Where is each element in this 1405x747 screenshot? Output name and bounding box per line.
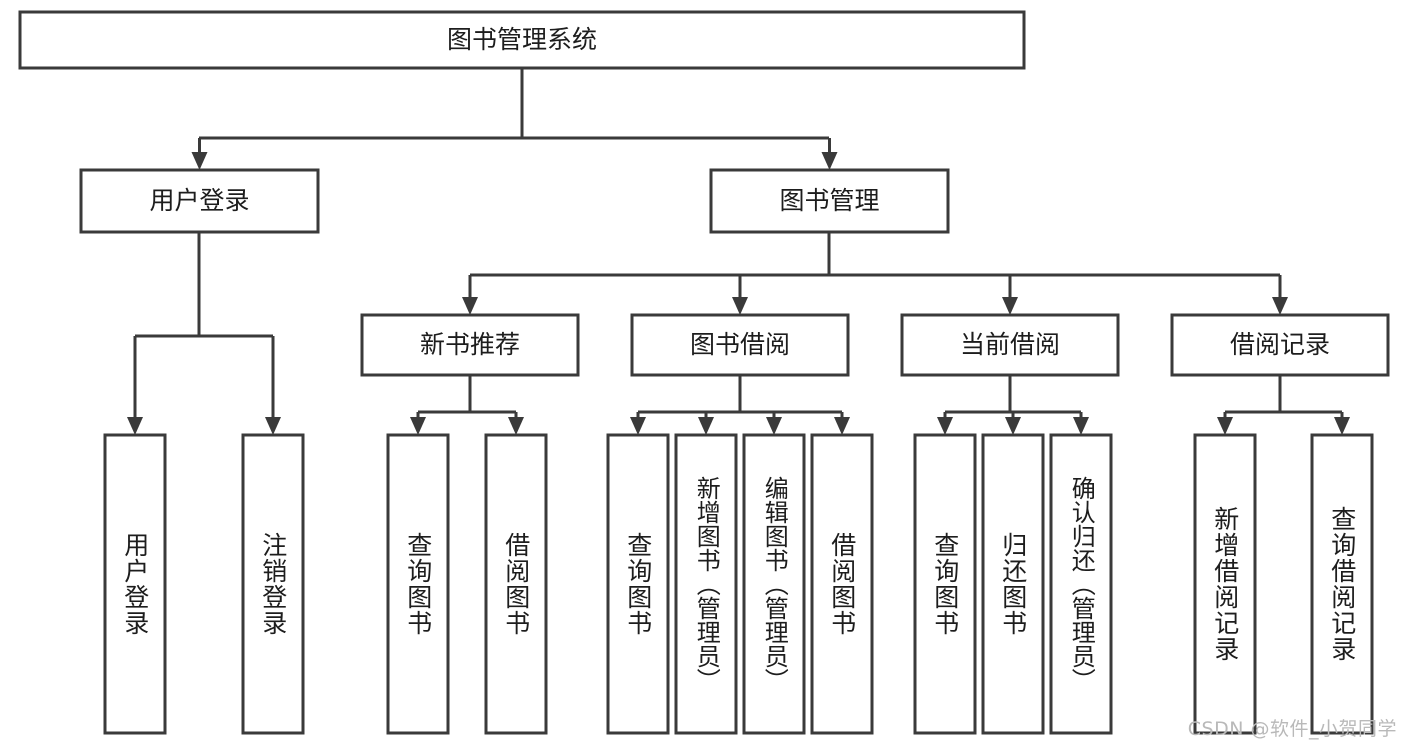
leaf-connector-9-arrowhead — [937, 417, 953, 435]
leaf-connector-10-arrowhead — [1005, 417, 1021, 435]
level2-node-box[interactable] — [630, 313, 850, 377]
leaf-node-box-10[interactable] — [981, 433, 1045, 735]
level2-node-box[interactable] — [900, 313, 1120, 377]
watermark-text: CSDN @软件_小贺同学 — [1187, 718, 1397, 740]
root-to-level1-2-arrowhead — [821, 152, 838, 170]
leaf-node-box-1[interactable] — [103, 433, 167, 735]
leaf-node-box-11[interactable] — [1049, 433, 1113, 735]
leaf-connector-4-arrowhead — [508, 417, 524, 435]
leaf-node-box-7[interactable] — [742, 433, 806, 735]
root-node-label: 图书管理系统 — [447, 25, 597, 54]
root-node-box[interactable] — [18, 10, 1026, 70]
leaf-connector-7-arrowhead — [766, 417, 782, 435]
root-to-level1-1-arrowhead — [191, 152, 208, 170]
leaf-node-box-13[interactable] — [1310, 433, 1374, 735]
level2-node-2[interactable]: 图书借阅 — [630, 313, 850, 377]
leaf-node-box-2[interactable] — [241, 433, 305, 735]
level1-node-box[interactable] — [709, 168, 950, 234]
leaf-node-box-6[interactable] — [674, 433, 738, 735]
level1-node-2[interactable]: 图书管理 — [709, 168, 950, 234]
leaf-node-box-9[interactable] — [913, 433, 977, 735]
bookmgmt-to-level2-3-arrowhead — [1002, 297, 1018, 315]
bookmgmt-to-level2-2-arrowhead — [732, 297, 748, 315]
bookmgmt-to-level2-4-arrowhead — [1272, 297, 1288, 315]
level2-node-label: 新书推荐 — [420, 330, 520, 359]
leaf-connector-3-arrowhead — [410, 417, 426, 435]
leaf-node-box-3[interactable] — [386, 433, 450, 735]
leaf-connector-12-arrowhead — [1217, 417, 1233, 435]
level1-node-1[interactable]: 用户登录 — [79, 168, 320, 234]
level2-node-label: 借阅记录 — [1230, 330, 1330, 359]
level1-node-label: 用户登录 — [149, 186, 249, 215]
level1-node-label: 图书管理 — [779, 186, 879, 215]
leaf-connector-6-arrowhead — [698, 417, 714, 435]
level2-node-1[interactable]: 新书推荐 — [360, 313, 580, 377]
leaf-node-box-8[interactable] — [810, 433, 874, 735]
level1-node-box[interactable] — [79, 168, 320, 234]
leaf-node-box-12[interactable] — [1193, 433, 1257, 735]
connectors-layer — [127, 68, 1350, 435]
level2-node-label: 图书借阅 — [690, 330, 790, 359]
leaf-connector-13-arrowhead — [1334, 417, 1350, 435]
bookmgmt-to-level2-1-arrowhead — [462, 297, 478, 315]
leaf-connector-11-arrowhead — [1073, 417, 1089, 435]
level2-node-box[interactable] — [360, 313, 580, 377]
leaf-connector-8-arrowhead — [834, 417, 850, 435]
root-node-1[interactable]: 图书管理系统 — [18, 10, 1026, 70]
level2-node-box[interactable] — [1170, 313, 1390, 377]
leaf-node-box-5[interactable] — [606, 433, 670, 735]
leaf-connector-1-arrowhead — [127, 417, 143, 435]
leaf-node-box-4[interactable] — [484, 433, 548, 735]
level2-node-4[interactable]: 借阅记录 — [1170, 313, 1390, 377]
level2-node-label: 当前借阅 — [960, 330, 1060, 359]
level2-node-3[interactable]: 当前借阅 — [900, 313, 1120, 377]
leaf-connector-5-arrowhead — [630, 417, 646, 435]
leaf-connector-2-arrowhead — [265, 417, 281, 435]
